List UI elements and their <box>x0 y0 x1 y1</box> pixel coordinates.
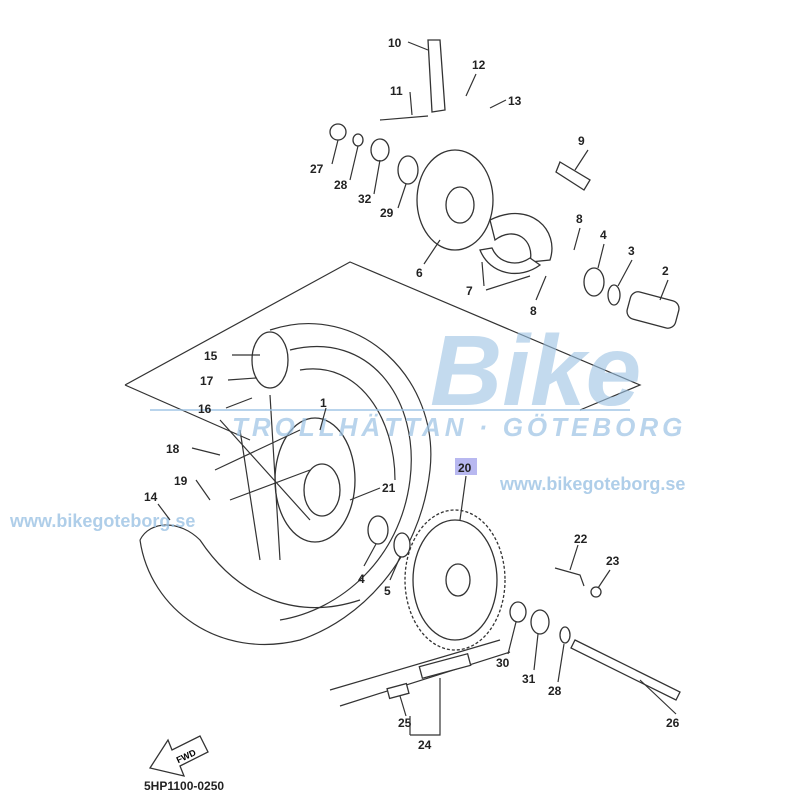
part-label[interactable]: 27 <box>310 162 324 176</box>
part-label[interactable]: 9 <box>578 134 585 148</box>
plate-22 <box>554 567 585 587</box>
adjuster-31 <box>530 609 550 635</box>
part-label[interactable]: 12 <box>472 58 486 72</box>
nut-23 <box>590 586 602 598</box>
highlight-box <box>455 458 477 475</box>
part-label[interactable]: 3 <box>628 244 635 258</box>
part-label[interactable]: 21 <box>382 481 396 495</box>
sprocket <box>404 509 506 651</box>
spacer-29 <box>397 155 419 185</box>
watermark-url-left: www.bikegoteborg.se <box>9 511 195 531</box>
part-label[interactable]: 11 <box>390 84 403 98</box>
part-label[interactable]: 19 <box>174 474 188 488</box>
brake-shoe-2 <box>479 247 542 275</box>
forward-arrow-icon: FWD <box>148 735 209 777</box>
part-label[interactable]: 23 <box>606 554 620 568</box>
part-label[interactable]: 32 <box>358 192 372 206</box>
assembly-outline <box>124 261 642 411</box>
part-label[interactable]: 4 <box>600 228 607 242</box>
part-label[interactable]: 4 <box>358 572 365 586</box>
part-label[interactable]: 22 <box>574 532 588 546</box>
chain-link-24 <box>418 652 472 680</box>
part-label[interactable]: 25 <box>398 716 412 730</box>
bearing-4b <box>367 515 389 545</box>
seal-5 <box>393 532 411 558</box>
drive-chain <box>329 639 511 707</box>
axle-26 <box>570 639 681 701</box>
bolt-11 <box>379 115 429 121</box>
nut-27 <box>329 123 347 141</box>
seal-3 <box>607 284 621 306</box>
part-label[interactable]: 2 <box>662 264 669 278</box>
cam-lever <box>427 39 446 113</box>
part-label[interactable]: 30 <box>496 656 510 670</box>
watermark-url-right: www.bikegoteborg.se <box>499 474 685 494</box>
collar-2 <box>626 291 680 329</box>
part-label[interactable]: 7 <box>466 284 473 298</box>
part-label[interactable]: 26 <box>666 716 680 730</box>
chain-joint-25 <box>386 682 410 700</box>
part-label[interactable]: 24 <box>418 738 432 752</box>
part-label[interactable]: 5 <box>384 584 391 598</box>
bearing-4 <box>583 267 605 297</box>
part-label[interactable]: 16 <box>198 402 212 416</box>
brake-plate <box>416 149 494 251</box>
part-label[interactable]: 10 <box>388 36 402 50</box>
hub <box>214 394 356 561</box>
collar-30 <box>509 601 527 623</box>
part-label[interactable]: 28 <box>548 684 562 698</box>
part-labels: 10 12 11 13 9 27 28 32 29 6 8 4 3 2 7 8 … <box>144 36 680 752</box>
leader-lines <box>157 41 677 736</box>
part-label[interactable]: 29 <box>380 206 394 220</box>
part-label[interactable]: 6 <box>416 266 423 280</box>
part-label[interactable]: 31 <box>522 672 536 686</box>
part-label[interactable]: 8 <box>530 304 537 318</box>
part-label[interactable]: 1 <box>320 396 327 410</box>
diagram-code: 5HP1100-0250 <box>144 779 224 793</box>
tire <box>139 323 432 645</box>
part-label[interactable]: 28 <box>334 178 348 192</box>
part-label[interactable]: 13 <box>508 94 522 108</box>
part-label[interactable]: 8 <box>576 212 583 226</box>
part-label[interactable]: 15 <box>204 349 218 363</box>
watermark-brand: Bike <box>430 315 641 427</box>
part-label[interactable]: 18 <box>166 442 180 456</box>
part-label-highlighted[interactable]: 20 <box>458 461 472 475</box>
washer-28b <box>559 626 571 644</box>
tube-valve <box>251 331 289 389</box>
watermark-subtitle: TROLLHÄTTAN · GÖTEBORG <box>232 412 686 442</box>
washer-28 <box>352 133 364 147</box>
cam-shaft-9 <box>555 161 591 191</box>
flange-32 <box>370 138 390 162</box>
part-label[interactable]: 14 <box>144 490 158 504</box>
part-label[interactable]: 17 <box>200 374 214 388</box>
brake-shoe <box>489 213 553 263</box>
